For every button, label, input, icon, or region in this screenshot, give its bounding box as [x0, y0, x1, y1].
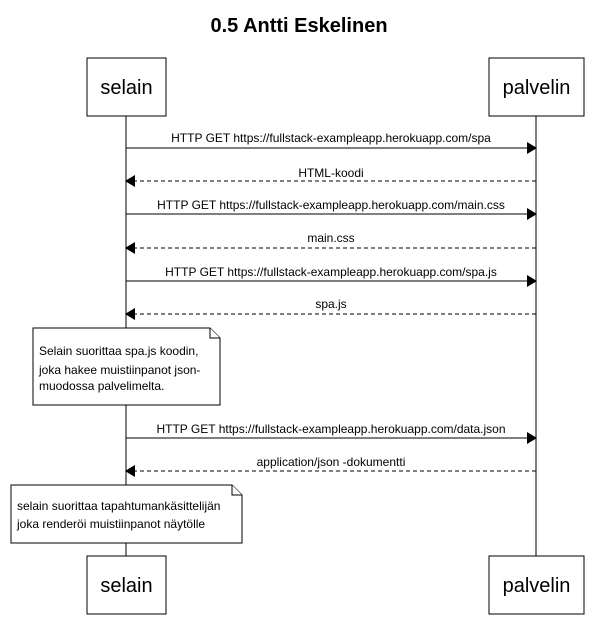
note-1: Selain suorittaa spa.js koodin, joka hak… — [32, 327, 221, 406]
message-5: HTTP GET https://fullstack-exampleapp.he… — [126, 265, 537, 287]
actor-browser-top: selain — [86, 57, 167, 117]
note-fold — [231, 485, 242, 496]
message-label: application/json -dokumentti — [257, 455, 406, 469]
message-7: HTTP GET https://fullstack-exampleapp.he… — [126, 422, 537, 444]
actor-browser-bottom: selain — [86, 555, 167, 615]
note-box — [10, 484, 243, 544]
message-label: HTTP GET https://fullstack-exampleapp.he… — [165, 265, 497, 279]
actor-label-browser: selain — [100, 77, 152, 99]
message-2: HTML-koodi — [125, 166, 536, 187]
message-label: HTTP GET https://fullstack-exampleapp.he… — [157, 198, 505, 212]
message-1: HTTP GET https://fullstack-exampleapp.he… — [126, 131, 537, 154]
message-label: HTTP GET https://fullstack-exampleapp.he… — [156, 422, 505, 436]
note-box — [32, 327, 221, 406]
actor-box — [86, 57, 167, 117]
message-label: HTTP GET https://fullstack-exampleapp.he… — [171, 131, 491, 145]
message-label: spa.js — [315, 297, 346, 311]
message-3: HTTP GET https://fullstack-exampleapp.he… — [126, 198, 537, 220]
actor-server-top: palvelin — [488, 57, 585, 117]
message-8: application/json -dokumentti — [125, 455, 536, 477]
actor-label-server: palvelin — [503, 77, 571, 99]
note-line: joka renderöi muistiinpanot näytölle — [16, 517, 205, 531]
note-line: Selain suorittaa spa.js koodin, — [39, 344, 198, 358]
message-4: main.css — [125, 231, 536, 254]
actor-server-bottom: palvelin — [488, 555, 585, 615]
diagram-title: 0.5 Antti Eskelinen — [210, 15, 387, 37]
note-2: selain suorittaa tapahtumankäsittelijän … — [10, 484, 243, 544]
note-line: muodossa palvelimelta. — [39, 379, 164, 393]
message-6: spa.js — [125, 297, 536, 320]
actor-box — [86, 555, 167, 615]
note-fold — [209, 328, 220, 339]
message-label: HTML-koodi — [298, 166, 363, 180]
message-label: main.css — [307, 231, 354, 245]
actor-box — [488, 57, 585, 117]
note-line: selain suorittaa tapahtumankäsittelijän — [17, 499, 220, 513]
actor-label-browser: selain — [100, 575, 152, 597]
actor-label-server: palvelin — [503, 575, 571, 597]
note-line: joka hakee muistiinpanot json- — [38, 363, 200, 377]
actor-box — [488, 555, 585, 615]
